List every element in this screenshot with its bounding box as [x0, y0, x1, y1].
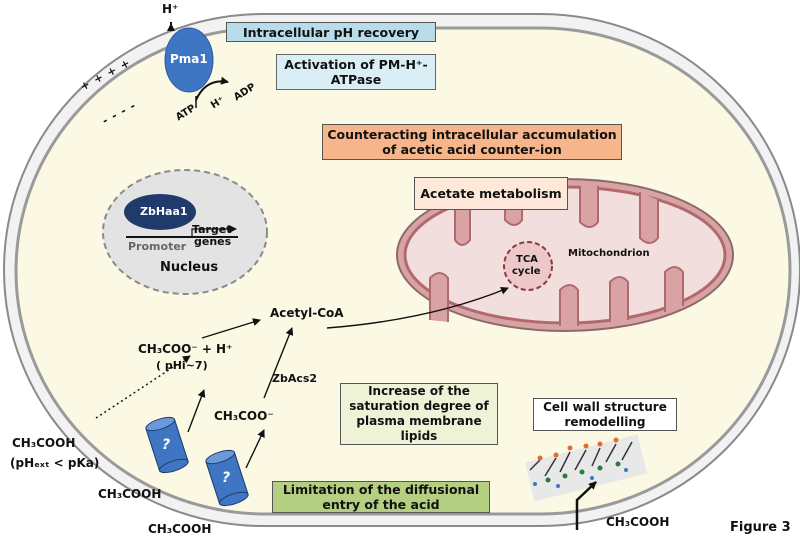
- figure-label: Figure 3: [730, 520, 791, 535]
- tca-label: TCA: [516, 254, 538, 265]
- transporter2-question-mark: ?: [222, 470, 231, 486]
- acetic-acid-outside-label: CH₃COOH: [12, 436, 76, 450]
- pathway-arrows: [95, 286, 597, 530]
- saturation-box: Increase of the saturation degree of pla…: [340, 383, 498, 445]
- cell-wall-box: Cell wall structure remodelling: [533, 398, 677, 431]
- acetate-metabolism-box: Acetate metabolism: [414, 177, 568, 210]
- acid-condition-label: (pHₑₓₜ < pKa): [10, 456, 100, 470]
- acetic-acid-transporter2-label: CH₃COOH: [148, 522, 212, 536]
- mitochondrion-shape: [396, 178, 734, 332]
- ph-recovery-box: Intracellular pH recovery: [226, 22, 436, 42]
- mitochondrion-label: Mitochondrion: [568, 248, 650, 259]
- zbhaa1-label: ZbHaa1: [140, 205, 188, 218]
- nucleus-shape: [102, 169, 268, 295]
- acetate-label: CH₃COO⁻: [214, 409, 274, 423]
- counter-ion-box: Counteracting intracellular accumulation…: [322, 124, 622, 160]
- cycle-label: cycle: [512, 266, 541, 277]
- cell-wall-patch: [524, 434, 648, 502]
- activation-box: Activation of PM-H⁺-ATPase: [276, 54, 436, 90]
- pump-proton-out-label: H⁺: [162, 2, 179, 16]
- nucleus-label: Nucleus: [160, 260, 219, 275]
- pma1-pump-shape: [164, 22, 229, 108]
- pma1-label: Pma1: [170, 52, 208, 66]
- acetic-acid-transporter1-label: CH₃COOH: [98, 487, 162, 501]
- acetic-acid-cell-wall-label: CH₃COOH: [606, 515, 670, 529]
- promoter-label: Promoter: [128, 240, 187, 253]
- acetyl-coa-label: Acetyl-CoA: [270, 306, 344, 320]
- intracellular-ph-label: ( pHi~7): [156, 359, 208, 372]
- acetate-proton-label: CH₃COO⁻ + H⁺: [138, 342, 233, 356]
- transporter1-question-mark: ?: [162, 437, 171, 453]
- limitation-box: Limitation of the diffusional entry of t…: [272, 481, 490, 513]
- zbacs2-label: ZbAcs2: [272, 372, 318, 385]
- target-label: Target: [192, 223, 232, 236]
- transporter-shapes: [145, 416, 249, 507]
- genes-label: genes: [194, 235, 232, 248]
